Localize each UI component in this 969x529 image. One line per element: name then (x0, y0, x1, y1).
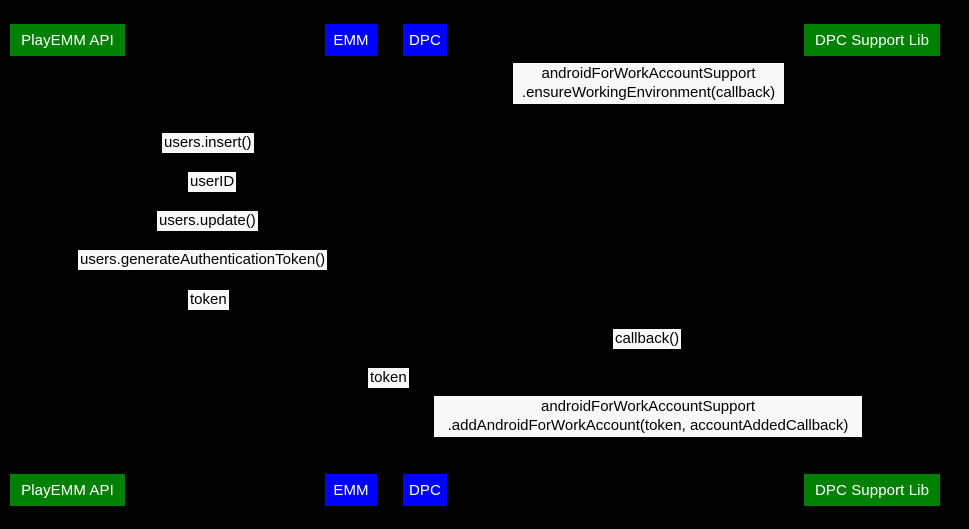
participant-label: DPC (409, 481, 441, 499)
arrow-users-update (74, 231, 350, 232)
participant-label: EMM (333, 31, 369, 49)
participant-playemm-api-top[interactable]: PlayEMM API (10, 24, 125, 56)
participant-dpc-bottom[interactable]: DPC (403, 474, 447, 506)
message-line-1: users.generateAuthenticationToken() (80, 251, 326, 268)
message-line-1: androidForWorkAccountSupport (541, 398, 755, 415)
message-label-token-2: token (368, 368, 409, 388)
message-line-1: androidForWorkAccountSupport (541, 65, 756, 82)
message-line-1: callback() (615, 330, 680, 347)
message-label-users-generate-authentication-token: users.generateAuthenticationToken() (78, 250, 328, 270)
participant-dpc-top[interactable]: DPC (403, 24, 447, 56)
participant-dpc-support-lib-bottom[interactable]: DPC Support Lib (804, 474, 940, 506)
participant-label: DPC (409, 31, 441, 49)
participant-label: EMM (333, 481, 369, 499)
participant-label: DPC Support Lib (814, 481, 930, 499)
message-label-token-1: token (188, 290, 229, 310)
arrow-head-token-1 (343, 306, 350, 314)
lifeline-emm (350, 56, 351, 466)
message-line-1: users.update() (159, 212, 256, 229)
arrow-user-id (67, 192, 343, 193)
lifeline-dpc (424, 56, 425, 466)
lifeline-playemm-api (67, 56, 68, 466)
arrow-head-callback (424, 345, 431, 353)
message-label-users-update: users.update() (157, 211, 258, 231)
arrow-ensure-working-environment (424, 104, 864, 105)
message-line-2: .ensureWorkingEnvironment(callback) (521, 84, 776, 101)
participant-label: PlayEMM API (21, 31, 114, 49)
message-line-1: users.insert() (164, 134, 252, 151)
message-line-1: token (190, 291, 227, 308)
message-label-add-android-for-work-account: androidForWorkAccountSupport .addAndroidF… (434, 396, 862, 437)
participant-dpc-support-lib-top[interactable]: DPC Support Lib (804, 24, 940, 56)
message-line-1: token (370, 369, 407, 386)
participant-playemm-api-bottom[interactable]: PlayEMM API (10, 474, 125, 506)
arrow-token-1 (67, 310, 343, 311)
message-label-users-insert: users.insert() (162, 133, 254, 153)
message-line-1: userID (190, 173, 235, 190)
arrow-users-generate-authentication-token (74, 270, 350, 271)
participant-emm-top[interactable]: EMM (325, 24, 377, 56)
arrow-users-insert (74, 153, 350, 154)
arrow-head-token-2 (417, 384, 424, 392)
message-label-user-id: userID (188, 172, 237, 192)
arrow-head-users-generate-authentication-token (67, 266, 74, 274)
message-line-2: .addAndroidForWorkAccount(token, account… (447, 417, 849, 434)
arrow-head-add-android-for-work-account (864, 433, 871, 441)
message-label-callback: callback() (613, 329, 682, 349)
arrow-head-users-insert (67, 149, 74, 157)
lifeline-dpc-support-lib (871, 56, 872, 466)
arrow-add-android-for-work-account (424, 437, 864, 438)
message-label-ensure-working-environment: androidForWorkAccountSupport .ensureWorki… (513, 63, 784, 104)
participant-emm-bottom[interactable]: EMM (325, 474, 377, 506)
participant-label: PlayEMM API (21, 481, 114, 499)
participant-label: DPC Support Lib (814, 31, 930, 49)
arrow-callback (431, 349, 871, 350)
arrow-head-users-update (67, 227, 74, 235)
arrow-head-ensure-working-environment (864, 100, 871, 108)
arrow-head-user-id (343, 188, 350, 196)
arrow-token-2 (350, 388, 417, 389)
